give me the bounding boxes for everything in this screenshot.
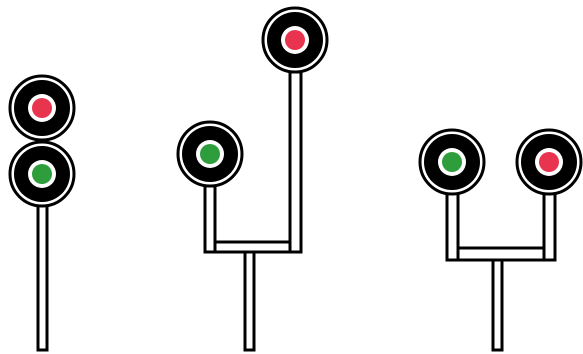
signal-post bbox=[491, 258, 504, 352]
bracket-riser-right bbox=[288, 70, 303, 254]
bracket-arm bbox=[445, 246, 557, 262]
green-lamp bbox=[32, 164, 52, 184]
red-lamp bbox=[539, 152, 559, 172]
signal-post bbox=[36, 203, 49, 352]
bracket-arm bbox=[203, 240, 303, 254]
signal-post bbox=[243, 250, 256, 352]
bracket-riser-left bbox=[203, 184, 217, 254]
signal-bracket-level bbox=[418, 128, 583, 352]
red-lamp bbox=[285, 30, 305, 50]
red-lamp bbox=[32, 98, 52, 118]
green-lamp bbox=[442, 152, 462, 172]
bracket-riser-right bbox=[542, 190, 557, 262]
green-lamp bbox=[200, 144, 220, 164]
bracket-riser-left bbox=[445, 190, 460, 262]
signal-stacked bbox=[8, 74, 76, 352]
signal-bracket-offset bbox=[176, 6, 329, 352]
